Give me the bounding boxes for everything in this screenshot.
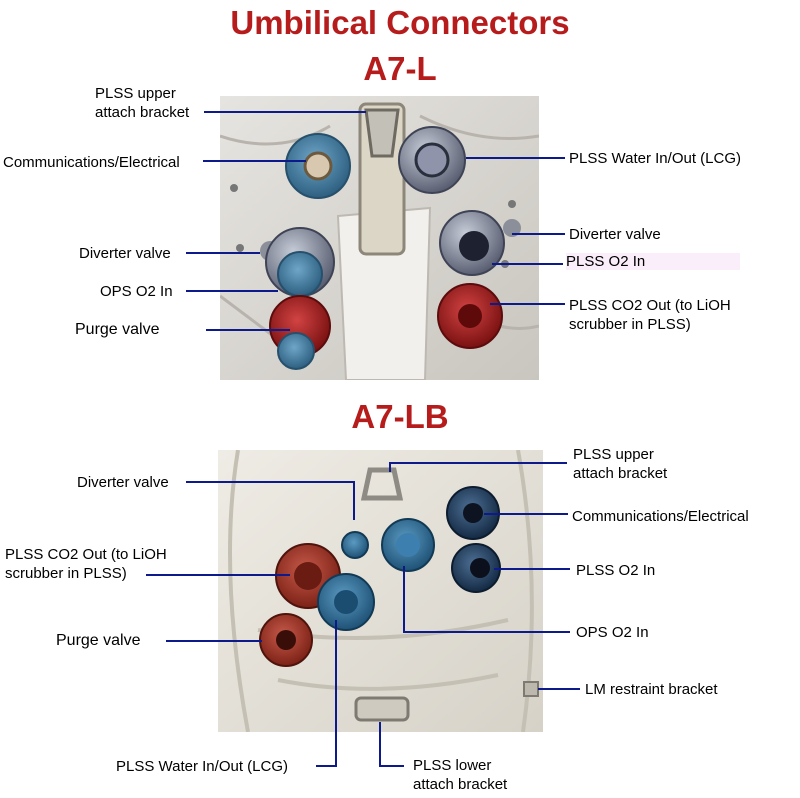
a7lb-comms-label: Communications/Electrical bbox=[572, 508, 749, 525]
a7lb-heading: A7-LB bbox=[351, 398, 449, 435]
a7lb-lm-restraint-label: LM restraint bracket bbox=[585, 681, 718, 698]
a7l-water-label: PLSS Water In/Out (LCG) bbox=[569, 150, 741, 167]
a7l-comms-label: Communications/Electrical bbox=[3, 154, 180, 171]
a7lb-lower-bracket-label: PLSS lower attach bracket bbox=[413, 757, 508, 793]
a7lb-ops-o2-label: OPS O2 In bbox=[576, 624, 649, 641]
a7l-heading: A7-L bbox=[363, 50, 437, 87]
a7l-plss-o2-text: PLSS O2 In bbox=[566, 253, 741, 270]
a7lb-co2-label: PLSS CO2 Out (to LiOH scrubber in PLSS) bbox=[5, 546, 167, 582]
a7lb-suit-photo bbox=[218, 450, 543, 732]
page-title: Umbilical Connectors bbox=[230, 4, 570, 41]
a7lb-upper-bracket-label: PLSS upper attach bracket bbox=[573, 446, 668, 482]
a7l-co2-label: PLSS CO2 Out (to LiOH scrubber in PLSS) bbox=[569, 297, 731, 333]
a7l-diverter-left-label: Diverter valve bbox=[79, 245, 171, 262]
a7l-suit-photo bbox=[220, 96, 539, 380]
a7l-plss-o2-label: PLSS O2 In bbox=[566, 252, 741, 271]
a7l-purge-label: Purge valve bbox=[75, 321, 160, 338]
a7l-diverter-right-label: Diverter valve bbox=[569, 226, 661, 243]
a7lb-purge-label: Purge valve bbox=[56, 632, 141, 649]
a7l-ops-o2-label: OPS O2 In bbox=[100, 283, 173, 300]
a7l-upper-bracket-label: PLSS upper attach bracket bbox=[95, 85, 190, 121]
a7lb-plss-o2-label: PLSS O2 In bbox=[576, 562, 656, 579]
a7lb-diverter-label: Diverter valve bbox=[77, 474, 169, 491]
a7lb-water-label: PLSS Water In/Out (LCG) bbox=[116, 758, 288, 775]
